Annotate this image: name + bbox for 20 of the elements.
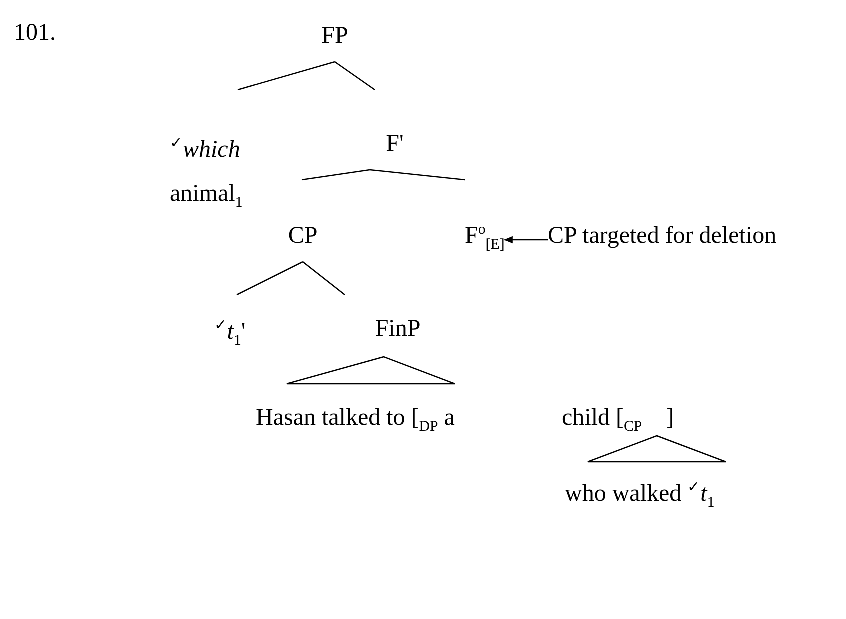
node-label: CP targeted for deletion: [548, 223, 777, 249]
node-label: Hasan talked to [$_{DP}$ a: [256, 405, 455, 431]
node-label: $^{✓}$t$_{1}$': [214, 319, 246, 345]
node-label: $^{✓}$which animal$_{1}$: [170, 137, 244, 207]
subtree-triangle: [587, 435, 727, 463]
example-number: 101.: [14, 20, 56, 47]
tree-branch: [302, 169, 370, 181]
subtree-triangle: [286, 356, 456, 385]
tree-branch: [238, 61, 336, 91]
tree-branch: [370, 169, 466, 181]
tree-branch: [302, 261, 346, 296]
node-label: F': [386, 131, 404, 157]
node-label: who walked $^{✓}$t$_{1}$: [565, 481, 715, 507]
tree-branch: [236, 261, 304, 296]
arrow: [504, 236, 548, 244]
tree-branch: [334, 61, 376, 91]
node-label: CP: [288, 223, 318, 249]
node-label: FinP: [375, 316, 421, 342]
node-label: child [$_{CP}$ ]: [562, 405, 674, 431]
node-label: FP: [322, 23, 348, 49]
